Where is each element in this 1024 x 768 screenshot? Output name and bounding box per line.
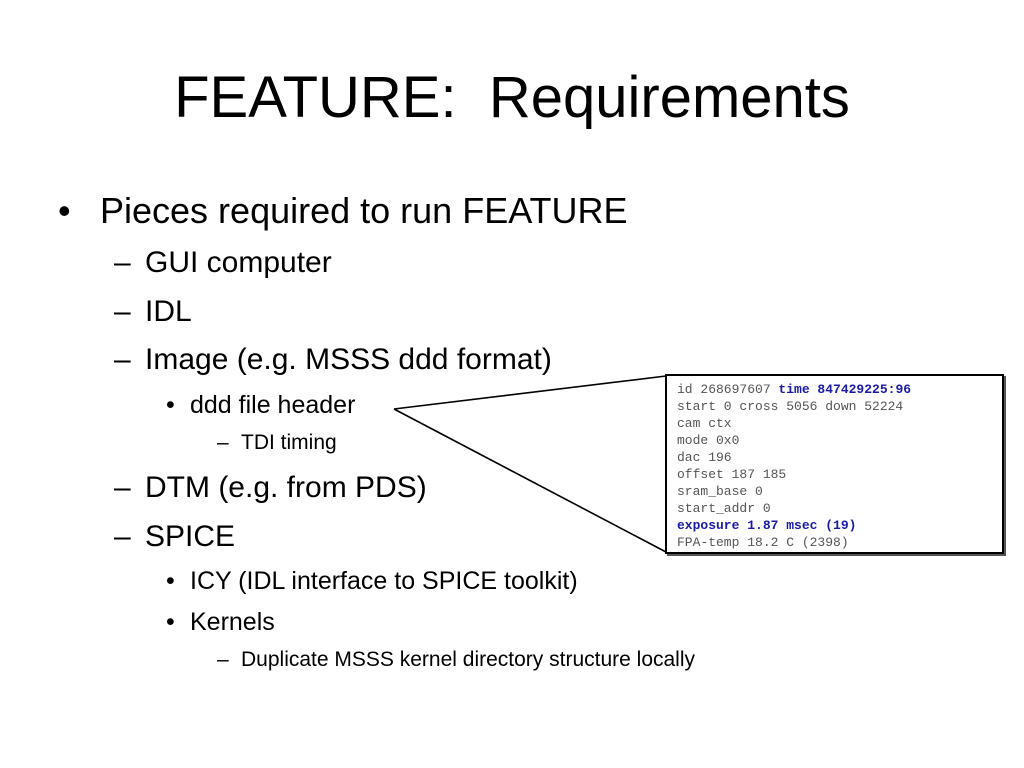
bullet-marker: – [114, 295, 131, 328]
bullet-marker: • [58, 190, 71, 231]
bullet-marker: • [166, 391, 175, 419]
bullet-item-duplicate-kernel-directory: – Duplicate MSSS kernel directory struct… [217, 647, 696, 673]
header-line-id-time: id 268697607 time 847429225:96 [677, 381, 994, 398]
bullet-marker: – [217, 431, 229, 454]
header-line-start-addr: start_addr 0 [677, 501, 771, 516]
bullet-marker: – [217, 648, 229, 671]
callout-line-top [393, 375, 667, 410]
bullet-marker: – [114, 343, 131, 376]
bullet-item-spice: – SPICE [114, 519, 236, 555]
bullet-item-kernels: • Kernels [166, 607, 275, 637]
bullet-text: ddd file header [190, 391, 356, 419]
header-line-dac: dac 196 [677, 450, 732, 465]
bullet-marker: – [114, 246, 131, 279]
bullet-marker: • [166, 567, 175, 595]
bullet-marker: – [114, 471, 131, 504]
slide-title: FEATURE: Requirements [174, 65, 850, 130]
bullet-text: Pieces required to run FEATURE [100, 190, 628, 231]
header-line-sram-base: sram_base 0 [677, 484, 763, 499]
bullet-text: SPICE [145, 520, 236, 553]
bullet-marker: • [166, 608, 175, 636]
header-line-cam: cam ctx [677, 416, 732, 431]
bullet-item-icy: • ICY (IDL interface to SPICE toolkit) [166, 566, 578, 596]
bullet-text: DTM (e.g. from PDS) [145, 471, 427, 504]
header-line-start: start 0 cross 5056 down 52224 [677, 399, 904, 414]
bullet-item-idl: – IDL [114, 294, 192, 330]
bullet-item-gui-computer: – GUI computer [114, 245, 332, 281]
header-line-exposure: exposure 1.87 msec (19) [677, 518, 857, 533]
bullet-text: Kernels [190, 608, 275, 636]
header-id: id 268697607 [677, 382, 779, 397]
bullet-text: ICY (IDL interface to SPICE toolkit) [190, 567, 578, 595]
header-line-offset: offset 187 185 [677, 467, 787, 482]
header-line-fpa-temp: FPA-temp 18.2 C (2398) [677, 535, 849, 550]
header-line-mode: mode 0x0 [677, 433, 740, 448]
bullet-item-ddd-file-header: • ddd file header [166, 390, 356, 420]
bullet-text: TDI timing [241, 431, 337, 454]
bullet-item-tdi-timing: – TDI timing [217, 430, 337, 456]
callout-line-bottom [393, 408, 667, 553]
bullet-text: Duplicate MSSS kernel directory structur… [241, 648, 696, 671]
bullet-text: GUI computer [145, 246, 332, 279]
bullet-marker: – [114, 520, 131, 553]
header-time: time 847429225:96 [778, 382, 912, 397]
bullet-item-dtm: – DTM (e.g. from PDS) [114, 470, 427, 506]
bullet-text: IDL [145, 295, 192, 328]
bullet-text: Image (e.g. MSSS ddd format) [145, 343, 552, 376]
ddd-header-callout: id 268697607 time 847429225:96 start 0 c… [665, 374, 1004, 554]
bullet-item-pieces-required: • Pieces required to run FEATURE [58, 190, 628, 231]
bullet-item-image: – Image (e.g. MSSS ddd format) [114, 342, 552, 378]
